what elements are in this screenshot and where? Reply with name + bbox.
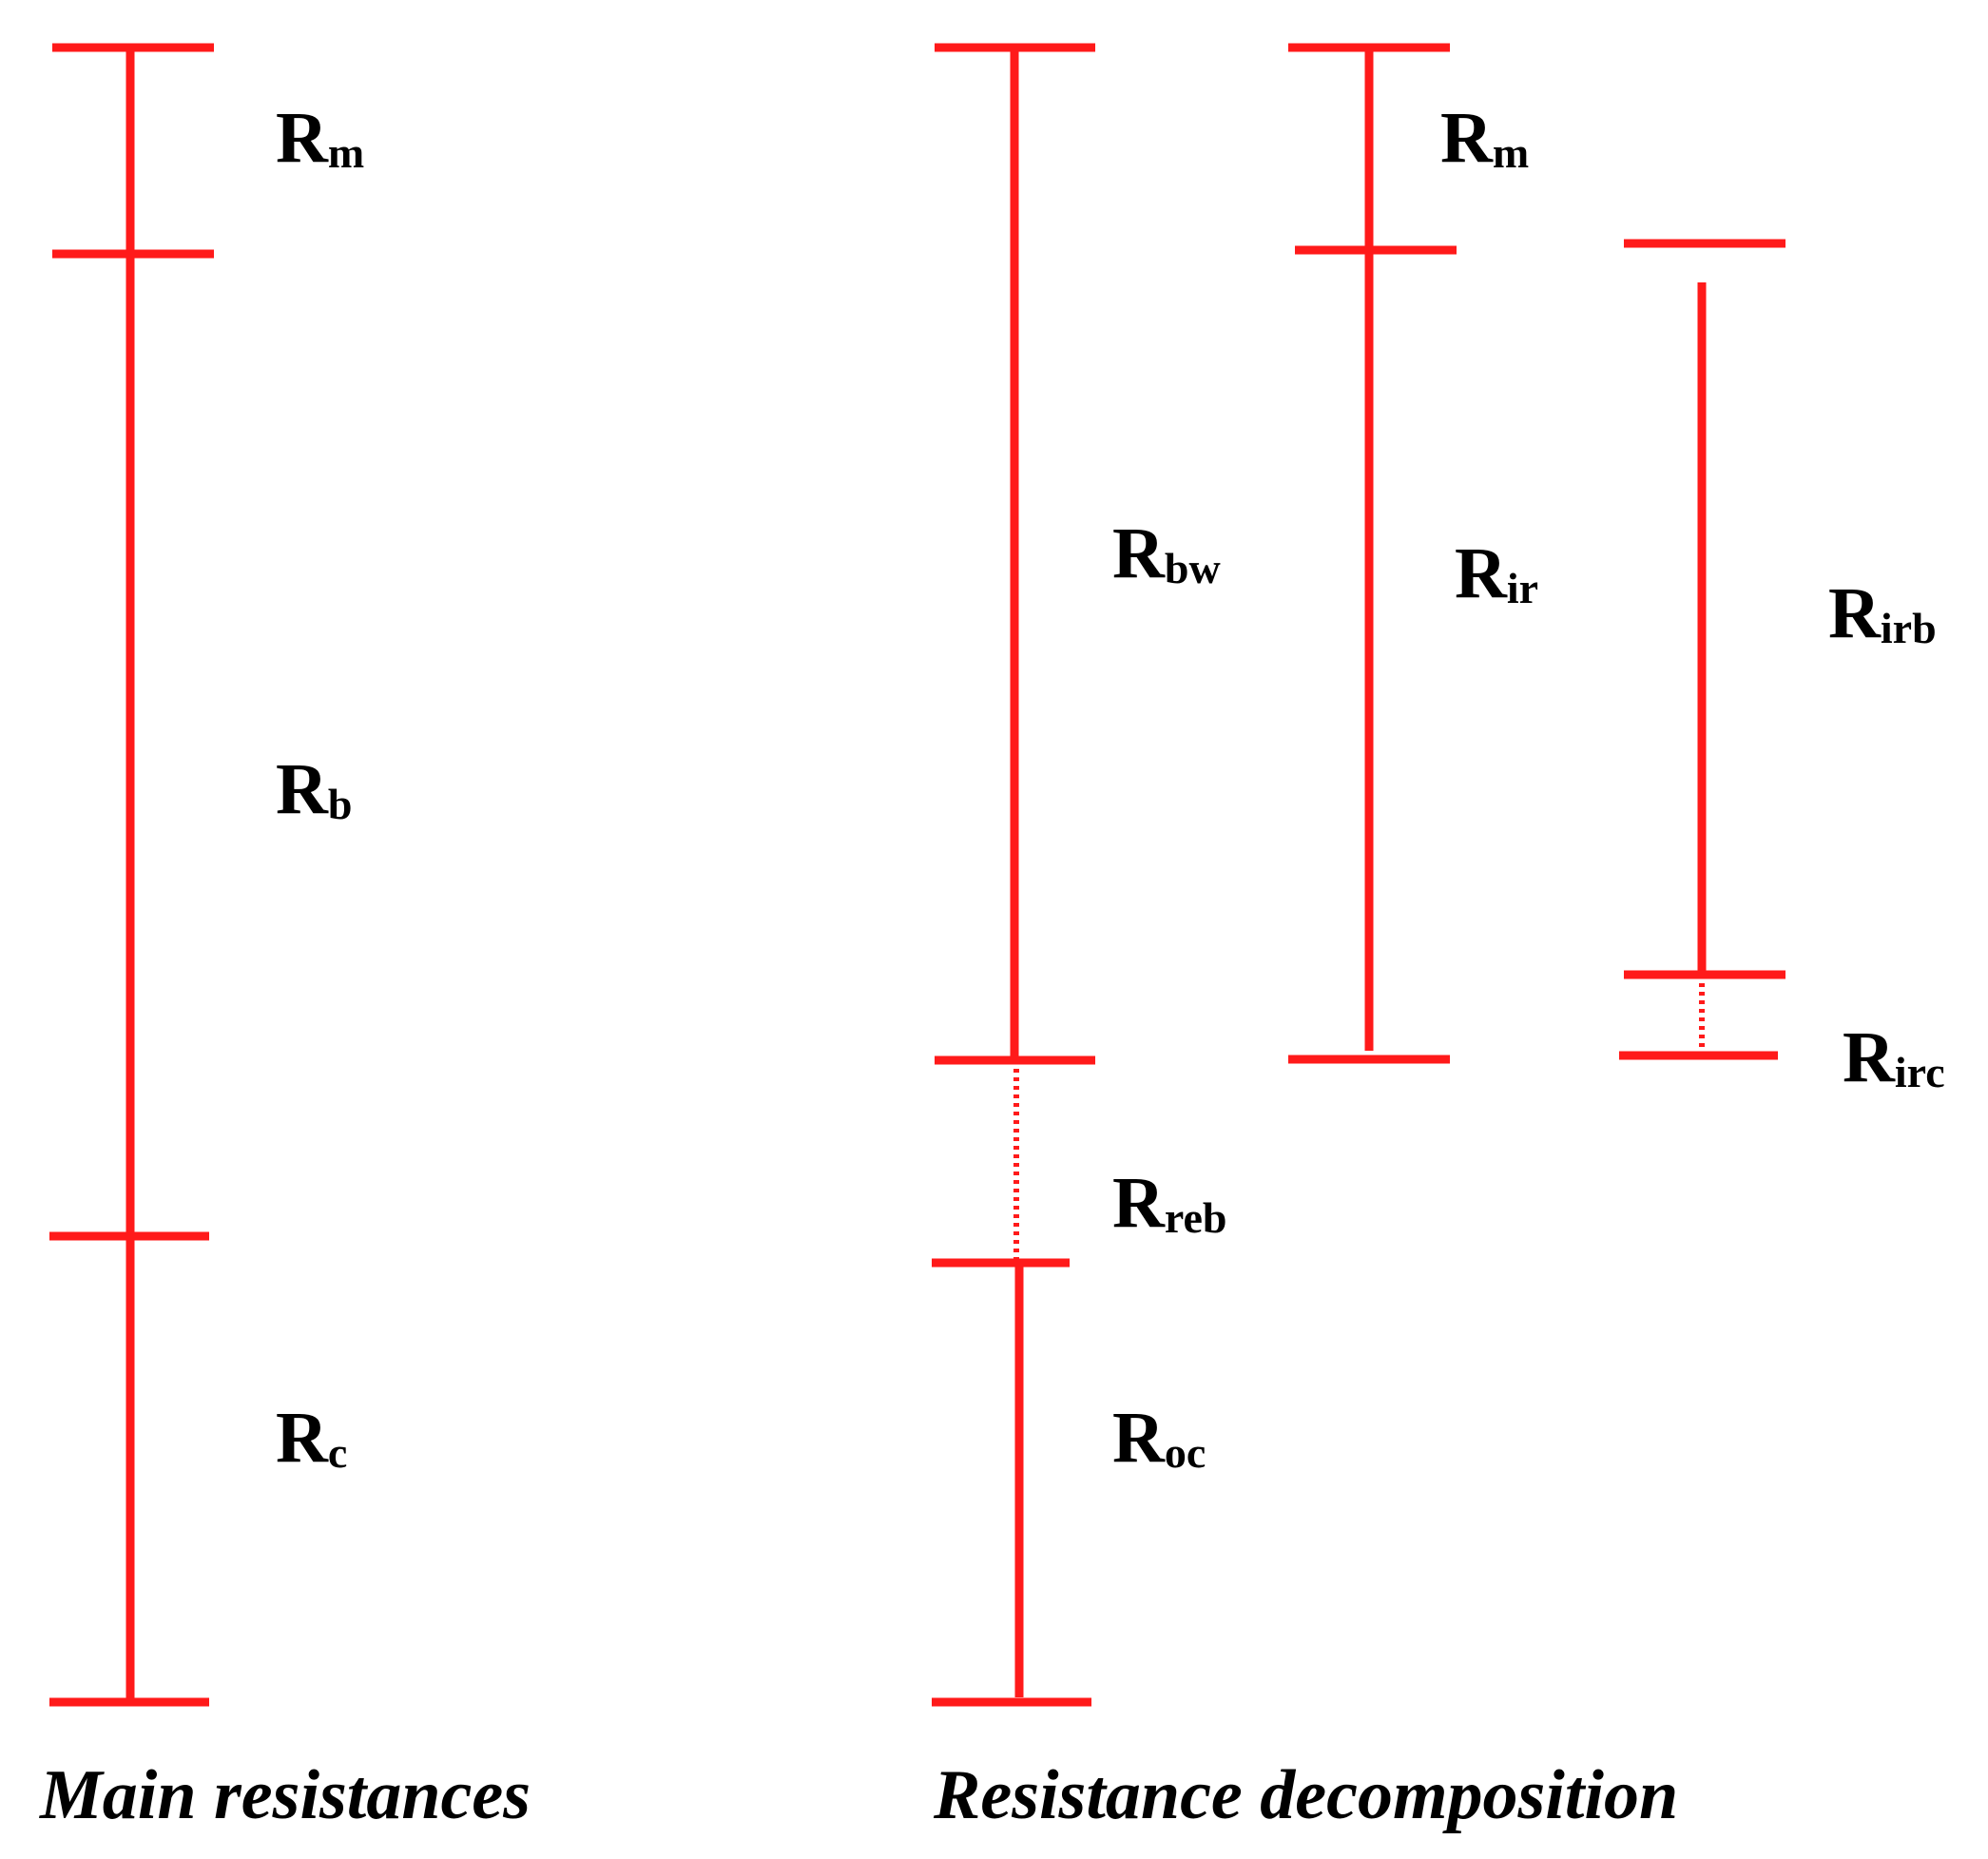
label-rirc: Rirc <box>1843 1017 1945 1097</box>
label-main-rm: Rm <box>276 98 364 178</box>
decomposition-column-3 <box>1619 239 1785 1060</box>
label-main-rc: Rc <box>276 1398 347 1478</box>
caption-main-resistances: Main resistances <box>39 1756 531 1834</box>
label-rreb: Rreb <box>1112 1163 1226 1243</box>
label-rbw: Rbw <box>1112 513 1221 593</box>
main-resistances-column <box>49 43 214 1707</box>
decomposition-column-2 <box>1288 43 1457 1064</box>
caption-resistance-decomposition: Resistance decomposition <box>933 1756 1678 1834</box>
label-main-rb: Rb <box>276 749 352 829</box>
label-rir: Rir <box>1455 533 1538 613</box>
label-rm: Rm <box>1440 98 1529 178</box>
label-rirb: Rirb <box>1828 573 1937 653</box>
label-roc: Roc <box>1112 1398 1206 1478</box>
decomposition-column-1 <box>932 43 1095 1707</box>
